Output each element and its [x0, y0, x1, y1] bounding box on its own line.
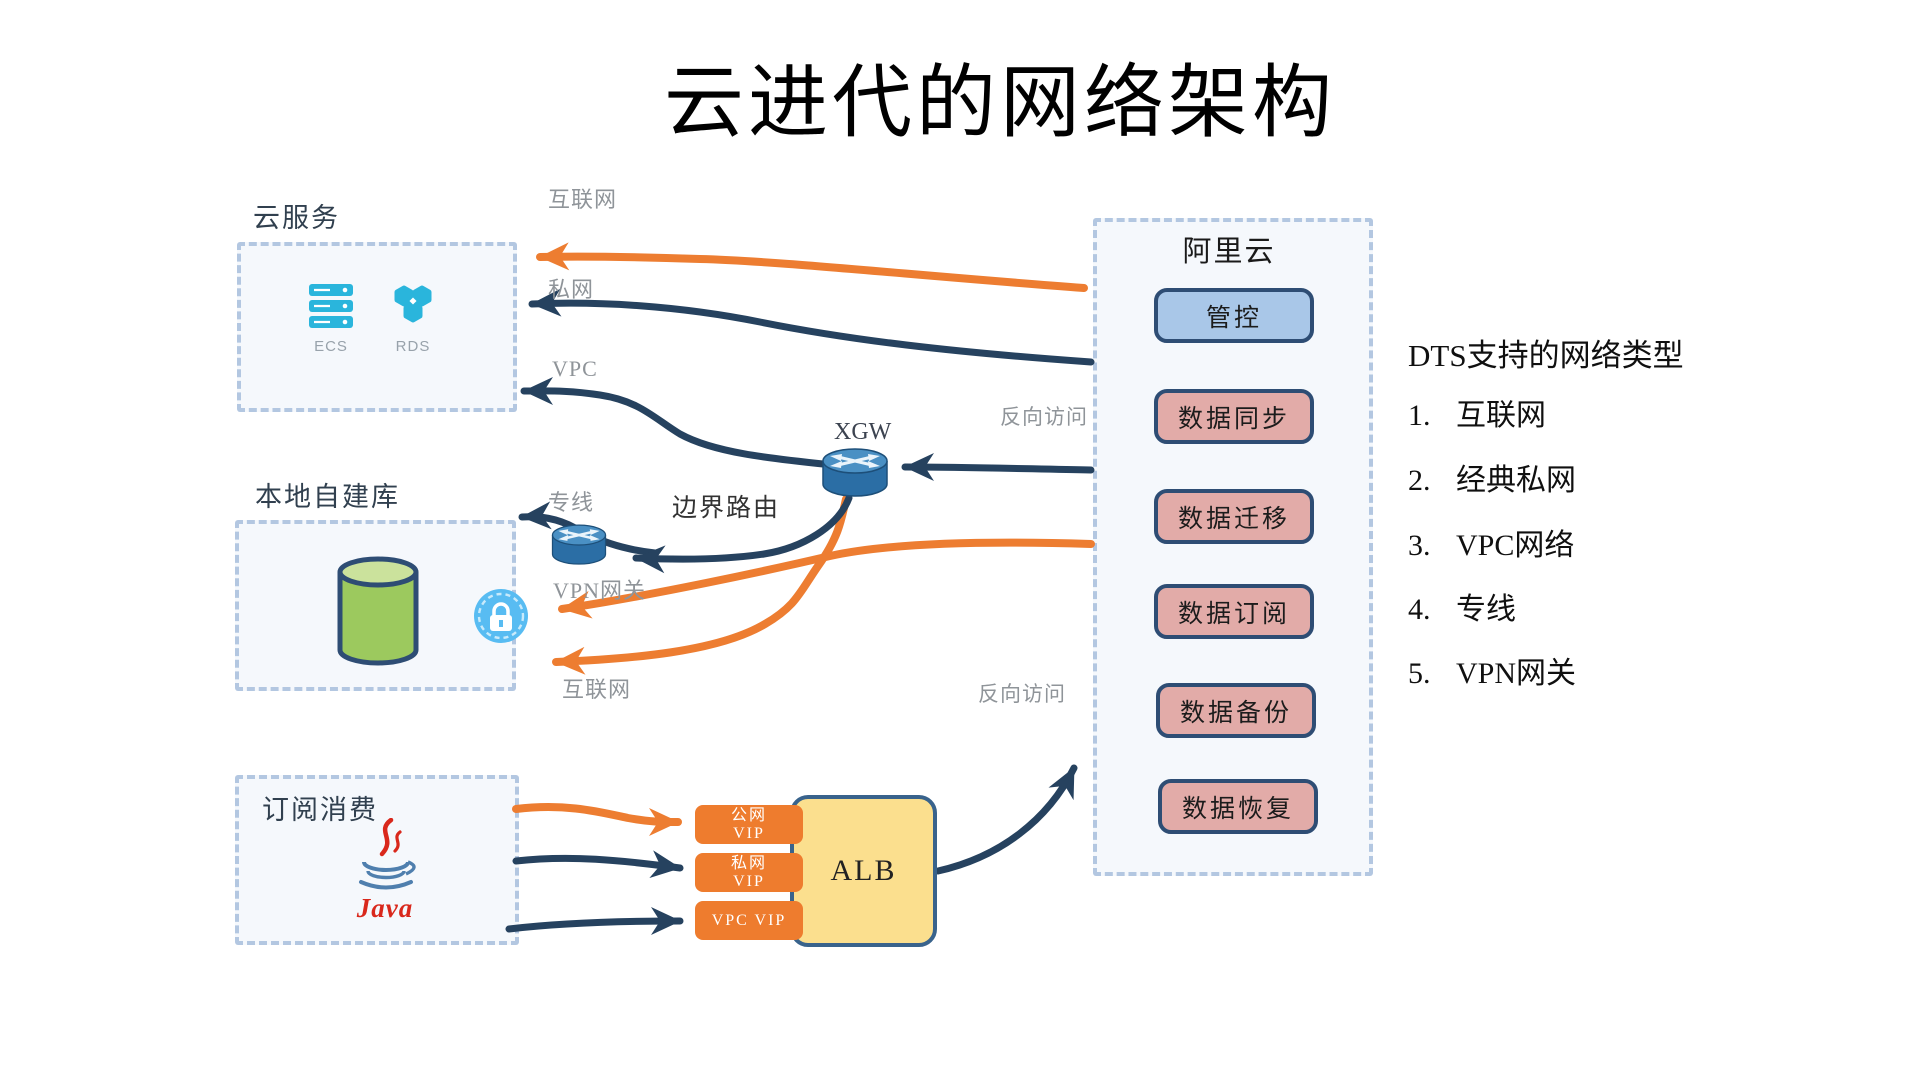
public-vip-line2: VIP — [733, 824, 765, 842]
arrow-private-vip — [512, 850, 684, 879]
dts-item-3-text: VPC网络 — [1456, 529, 1575, 562]
dts-item-3: 3. VPC网络 — [1408, 520, 1574, 564]
edge-label-private-net: 私网 — [548, 277, 595, 302]
dts-item-4-num: 4. — [1408, 593, 1431, 626]
dts-item-2-num: 2. — [1408, 464, 1431, 497]
subscribe-panel — [235, 775, 519, 945]
edge-label-leased-line: 专线 — [548, 490, 595, 515]
ecs-caption: ECS — [314, 338, 348, 355]
cloud-service-title: 云服务 — [253, 203, 340, 233]
arrow-to-xgw — [901, 453, 1095, 482]
rds-caption: RDS — [395, 338, 431, 355]
dts-item-1: 1. 互联网 — [1408, 390, 1546, 434]
aliyun-title: 阿里云 — [1182, 236, 1276, 268]
private-vip-line1: 私网 — [730, 854, 767, 872]
edge-label-internet-top: 互联网 — [548, 187, 618, 212]
aliyun-button-data-subscription[interactable]: 数据订阅 — [1154, 584, 1314, 639]
private-vip-node: 私网 VIP — [695, 853, 803, 892]
database-cylinder-icon — [337, 556, 419, 666]
arrow-alb-to-aliyun — [934, 764, 1078, 875]
dts-item-5: 5. VPN网关 — [1408, 648, 1576, 692]
dts-item-2: 2. 经典私网 — [1408, 455, 1576, 499]
dts-item-3-num: 3. — [1408, 529, 1431, 562]
aliyun-button-data-restore[interactable]: 数据恢复 — [1158, 779, 1318, 834]
cloud-service-panel — [237, 242, 517, 412]
subscribe-title: 订阅消费 — [262, 795, 378, 825]
aliyun-button-data-backup[interactable]: 数据备份 — [1156, 683, 1316, 738]
public-vip-node: 公网 VIP — [695, 805, 803, 844]
border-router-label: 边界路由 — [672, 495, 781, 522]
aliyun-button-data-migration[interactable]: 数据迁移 — [1154, 489, 1314, 544]
xgw-router-icon — [822, 448, 888, 497]
private-vip-line2: VIP — [733, 872, 765, 890]
ecs-server-stack-icon — [309, 284, 353, 328]
dts-item-1-num: 1. — [1408, 399, 1431, 432]
dts-item-5-text: VPN网关 — [1456, 657, 1577, 690]
rds-cluster-icon — [394, 285, 432, 323]
vpc-vip-line1: VPC VIP — [711, 911, 787, 929]
edge-label-vpc: VPC — [552, 356, 598, 381]
edge-label-reverse-access-2: 反向访问 — [978, 682, 1066, 706]
vpn-lock-icon — [474, 589, 528, 643]
edge-label-vpn-gateway: VPN网关 — [553, 578, 647, 603]
dts-item-4-text: 专线 — [1456, 593, 1516, 626]
vpc-vip-node: VPC VIP — [695, 901, 803, 940]
dts-item-4: 4. 专线 — [1408, 584, 1516, 628]
arrow-vpc — [520, 376, 864, 472]
border-router-icon — [551, 524, 607, 565]
edge-label-reverse-access-1: 反向访问 — [1000, 405, 1088, 429]
java-wordmark: Java — [356, 893, 414, 923]
edge-label-internet-bottom: 互联网 — [562, 677, 632, 702]
xgw-label: XGW — [834, 419, 892, 445]
arrow-vpc-vip — [505, 907, 684, 936]
page-title: 云进代的网络架构 — [664, 60, 1336, 148]
aliyun-button-data-sync[interactable]: 数据同步 — [1154, 389, 1314, 444]
local-db-title: 本地自建库 — [255, 482, 400, 512]
arrow-public-vip — [512, 803, 682, 836]
dts-item-2-text: 经典私网 — [1456, 464, 1576, 497]
dts-item-1-text: 互联网 — [1456, 399, 1546, 432]
aliyun-control-button[interactable]: 管控 — [1154, 288, 1314, 343]
java-logo-icon — [359, 818, 416, 890]
dts-item-5-num: 5. — [1408, 657, 1431, 690]
public-vip-line1: 公网 — [730, 806, 767, 824]
alb-node: ALB — [790, 795, 937, 947]
arrow-internet-top — [536, 242, 1088, 292]
arrow-private-net — [528, 288, 1095, 366]
dts-heading: DTS支持的网络类型 — [1408, 338, 1684, 373]
